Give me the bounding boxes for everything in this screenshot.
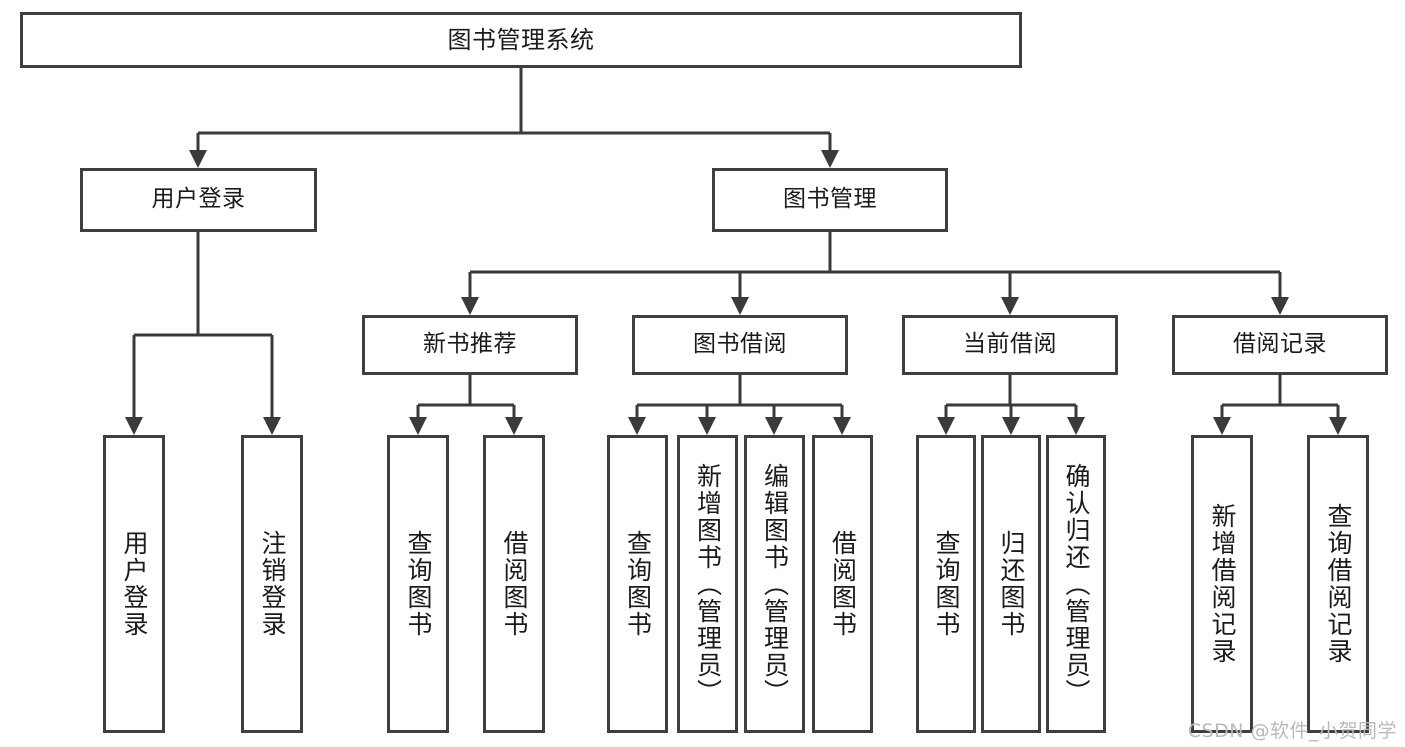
node-label: 确认归还（管理员） (1062, 462, 1091, 706)
arrowhead-borrow-records (1271, 297, 1289, 315)
node-label: 新增图书（管理员） (693, 462, 723, 706)
arrowhead-cb-return-book (1002, 417, 1020, 435)
node-label: 新增借阅记录 (1208, 503, 1237, 665)
arrowhead-br-query-record (1329, 417, 1347, 435)
node-label: 借阅图书 (500, 530, 529, 638)
node-root-system[interactable]: 图书管理系统 (20, 12, 1022, 68)
arrowhead-leaf-logout (263, 417, 281, 435)
node-new-book-recommend[interactable]: 新书推荐 (362, 315, 578, 375)
node-book-management[interactable]: 图书管理 (712, 168, 948, 232)
node-label: 图书借阅 (693, 331, 787, 358)
arrowhead-br-add-record (1213, 417, 1231, 435)
arrowhead-leaf-user-login (125, 417, 143, 435)
leaf-borrow-query-book[interactable]: 查询图书 (607, 435, 668, 733)
node-book-borrow[interactable]: 图书借阅 (632, 315, 848, 375)
leaf-borrow-borrow-book[interactable]: 借阅图书 (812, 435, 873, 733)
node-label: 图书管理 (783, 186, 877, 213)
node-label: 新书推荐 (423, 331, 517, 358)
arrowhead-bb-edit-book (765, 417, 783, 435)
node-user-login[interactable]: 用户登录 (80, 168, 317, 232)
node-label: 用户登录 (120, 530, 149, 638)
leaf-current-return-book[interactable]: 归还图书 (981, 435, 1041, 733)
leaf-user-login[interactable]: 用户登录 (103, 435, 165, 733)
leaf-borrow-edit-book[interactable]: 编辑图书（管理员） (744, 435, 805, 733)
node-label: 查询图书 (932, 530, 961, 638)
arrowhead-book-manage (821, 150, 839, 168)
arrowhead-bb-query-book (628, 417, 646, 435)
leaf-logout[interactable]: 注销登录 (241, 435, 303, 733)
leaf-new-book-query-book[interactable]: 查询图书 (387, 435, 449, 733)
arrowhead-nb-borrow-book (505, 417, 523, 435)
leaf-current-confirm-return[interactable]: 确认归还（管理员） (1046, 435, 1106, 733)
arrowhead-new-book (461, 297, 479, 315)
node-label: 查询借阅记录 (1324, 503, 1353, 665)
node-label: 借阅记录 (1233, 331, 1327, 358)
arrowhead-bb-borrow-book (833, 417, 851, 435)
node-label: 当前借阅 (963, 331, 1057, 358)
node-label: 归还图书 (997, 530, 1026, 638)
csdn-watermark: CSDN @软件_小贺同学 (1187, 720, 1397, 742)
node-label: 注销登录 (258, 530, 287, 638)
arrowhead-bb-add-book (698, 417, 716, 435)
leaf-new-book-borrow-book[interactable]: 借阅图书 (483, 435, 545, 733)
node-current-borrow[interactable]: 当前借阅 (902, 315, 1118, 375)
node-label: 查询图书 (404, 530, 433, 638)
node-label: 用户登录 (151, 186, 246, 213)
node-label: 图书管理系统 (447, 25, 595, 54)
arrowhead-user-login (189, 150, 207, 168)
arrowhead-book-borrow (731, 297, 749, 315)
arrowhead-cb-query-book (937, 417, 955, 435)
arrowhead-cb-confirm-return (1067, 417, 1085, 435)
node-label: 查询图书 (623, 530, 653, 638)
leaf-records-add-record[interactable]: 新增借阅记录 (1191, 435, 1253, 733)
leaf-borrow-add-book[interactable]: 新增图书（管理员） (677, 435, 738, 733)
arrowhead-nb-query-book (409, 417, 427, 435)
node-label: 借阅图书 (828, 530, 858, 638)
node-borrow-records[interactable]: 借阅记录 (1172, 315, 1388, 375)
leaf-current-query-book[interactable]: 查询图书 (916, 435, 976, 733)
node-label: 编辑图书（管理员） (760, 462, 790, 706)
arrowhead-current-borrow (1001, 297, 1019, 315)
leaf-records-query-record[interactable]: 查询借阅记录 (1307, 435, 1369, 733)
